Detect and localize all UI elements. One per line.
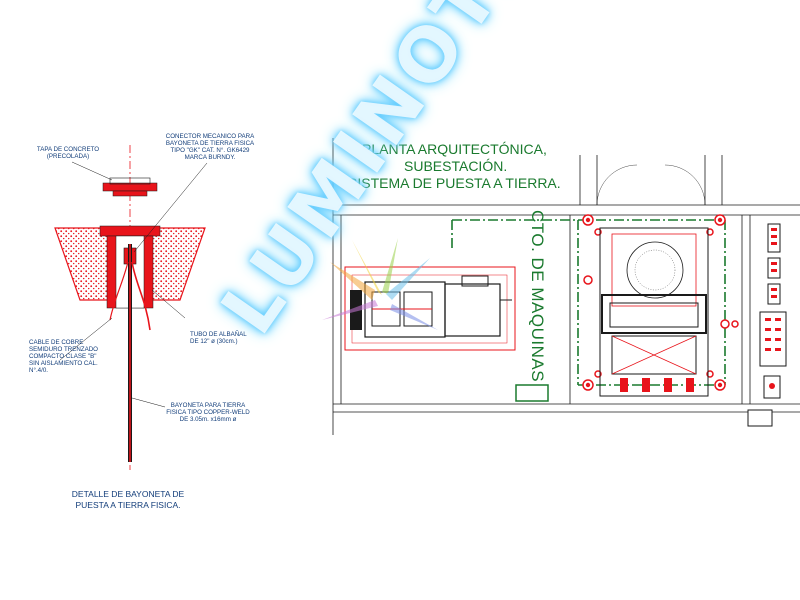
substation-plan — [332, 138, 800, 435]
label-line: TIPO "GK" CAT. N°. GK6429 — [170, 147, 250, 154]
label-line: BAYONETA DE TIERRA FISICA — [165, 140, 255, 147]
grounding-grid — [451, 219, 726, 386]
label-mechanical-connector: CONECTOR MECANICO PARA BAYONETA DE TIERR… — [160, 133, 260, 161]
generator-icon — [344, 266, 516, 351]
detail-caption: DETALLE DE BAYONETA DE PUESTA A TIERRA F… — [58, 489, 198, 511]
label-line: CABLE DE COBRE — [29, 339, 84, 346]
label-line: CONECTOR MECANICO PARA — [165, 133, 255, 140]
label-line: FISICA TIPO COPPER-WELD — [166, 409, 250, 416]
room-label: CTO. DE MAQUINAS — [528, 210, 547, 383]
label-line: N°.4/0. — [29, 367, 48, 374]
sunburst-logo-icon — [322, 238, 438, 330]
label-line: BAYONETA PARA TIERRA — [170, 402, 246, 409]
caption-line: DETALLE DE BAYONETA DE — [71, 489, 185, 499]
label-line: (PRECOLADA) — [46, 153, 90, 160]
plan-title-line: SUBESTACIÓN. — [404, 158, 508, 174]
label-concrete-lid: TAPA DE CONCRETO (PRECOLADA) — [28, 146, 108, 160]
label-line: TUBO DE ALBAÑAL — [190, 331, 247, 338]
label-clay-pipe: TUBO DE ALBAÑAL DE 12" ø (30cm.) — [190, 331, 270, 345]
copper-cable — [131, 261, 151, 331]
label-line: DE 3.05m. x16mm ø — [179, 416, 237, 423]
label-line: SIN AISLAMIENTO CAL. — [29, 360, 98, 367]
plan-title-line: SISTEMA DE PUESTA A TIERRA. — [348, 175, 561, 191]
ground-rod-markers — [582, 214, 739, 391]
transformer-icon — [599, 227, 709, 397]
label-line: MARCA BURNDY. — [184, 154, 236, 161]
label-line: DE 12" ø (30cm.) — [190, 338, 238, 345]
ground-rod-detail — [54, 145, 208, 470]
label-line: TAPA DE CONCRETO — [36, 146, 100, 153]
room-label-box — [515, 384, 549, 402]
label-copper-cable: CABLE DE COBRE SEMIDURO TRENZADO COMPACT… — [29, 339, 109, 374]
plan-title-line: PLANTA ARQUITECTÓNICA, — [362, 141, 547, 157]
caption-line: PUESTA A TIERRA FISICA. — [75, 500, 181, 510]
label-line: COMPACTO CLASE "B" — [29, 353, 97, 360]
label-ground-rod: BAYONETA PARA TIERRA FISICA TIPO COPPER-… — [158, 402, 258, 423]
bushings-icon — [620, 378, 694, 392]
label-line: SEMIDURO TRENZADO — [29, 346, 98, 353]
concrete-lid-icon — [102, 177, 158, 197]
plan-title: PLANTA ARQUITECTÓNICA, SUBESTACIÓN. SIST… — [348, 141, 561, 192]
electrical-panels — [747, 223, 787, 427]
